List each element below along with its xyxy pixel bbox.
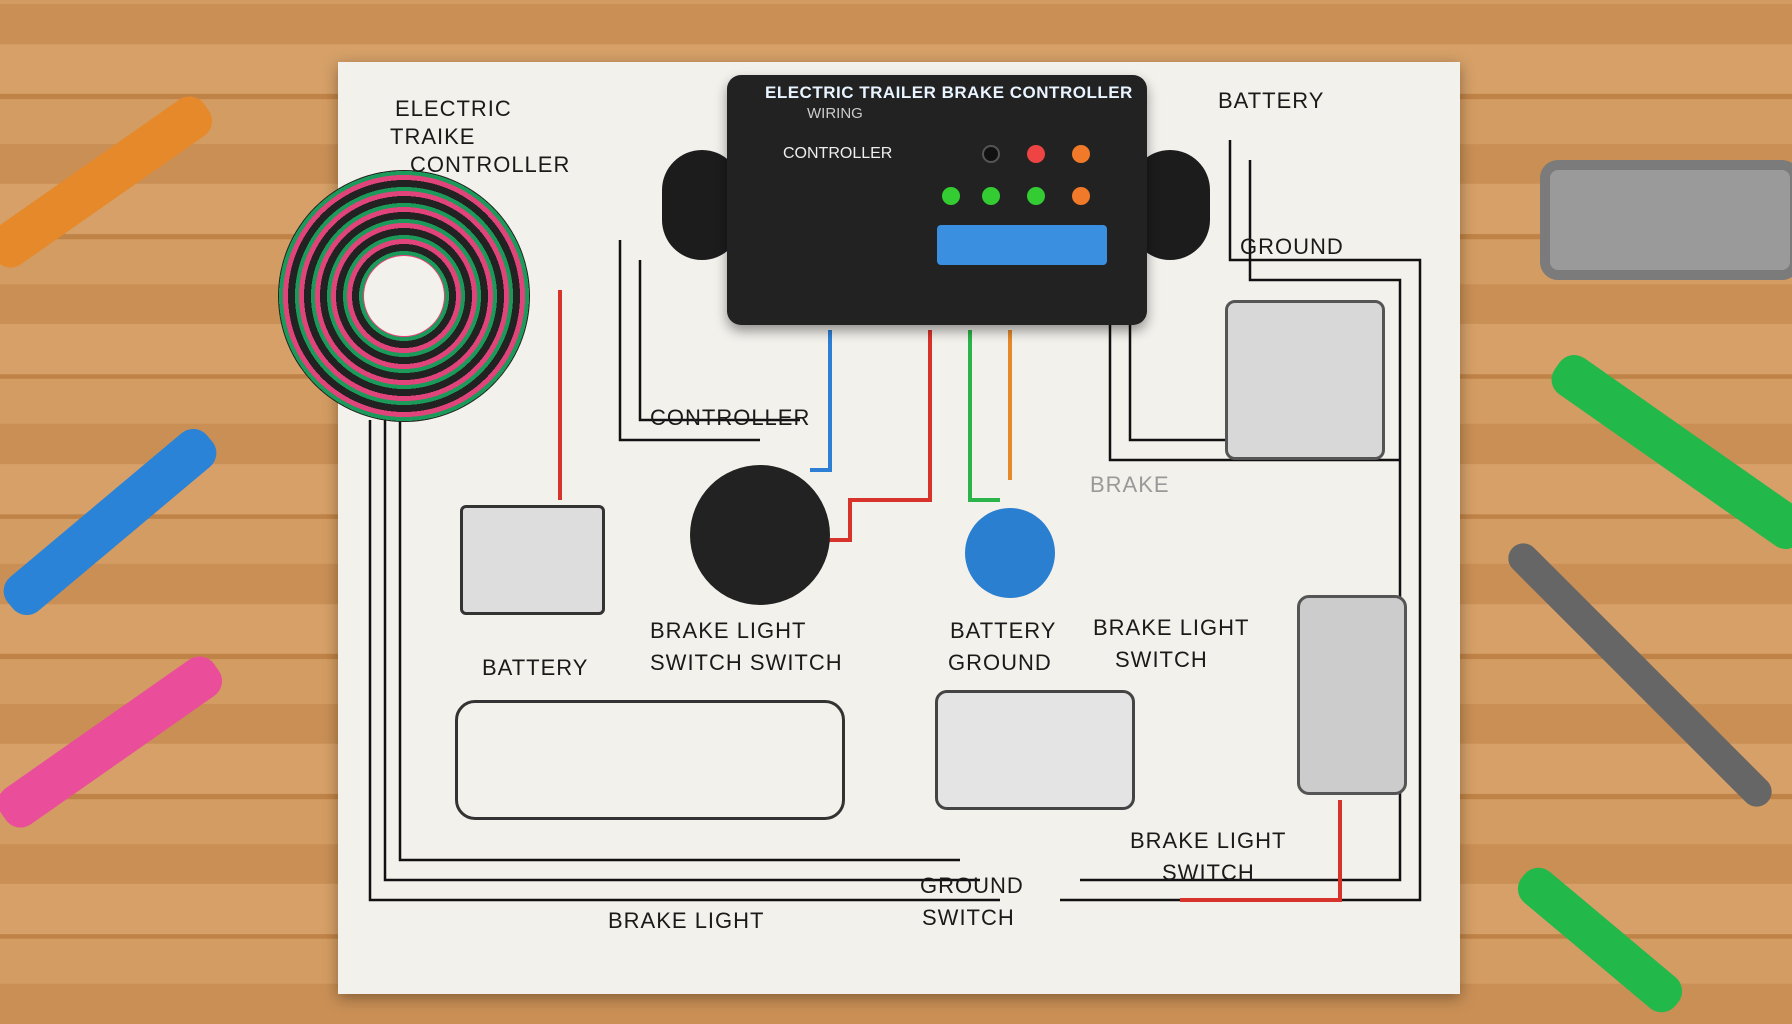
led-orange-2: [1072, 187, 1090, 205]
label-battery-ground-2: GROUND: [948, 650, 1052, 675]
led-black: [982, 145, 1000, 163]
controller-title: ELECTRIC TRAILER BRAKE CONTROLLER: [765, 83, 1133, 102]
controller-label: CONTROLLER: [783, 145, 893, 162]
wire-coil: [278, 170, 530, 422]
label-brake-light-right-2: SWITCH: [1115, 647, 1208, 672]
label-battery-top: BATTERY: [1218, 88, 1325, 113]
label-ground-switch-1: GROUND: [920, 873, 1024, 898]
connector-plate: [1225, 300, 1385, 460]
label-controller-top: CONTROLLER: [410, 152, 571, 177]
label-brake-light-left-1: BRAKE LIGHT: [650, 618, 807, 643]
terminal-block: [937, 225, 1107, 265]
label-brake-light-right-1: BRAKE LIGHT: [1093, 615, 1250, 640]
brake-light-switch-knob: [690, 465, 830, 605]
label-ground-switch-2: SWITCH: [922, 905, 1015, 930]
switch-panel: [1297, 595, 1407, 795]
trailer-connector-sketch: [935, 690, 1135, 810]
controller-subtitle: WIRING: [807, 105, 863, 122]
label-battery-left: BATTERY: [482, 655, 589, 680]
label-brake-light-bottom-1: BRAKE LIGHT: [1130, 828, 1287, 853]
fuse-block: [460, 505, 605, 615]
led-orange: [1072, 145, 1090, 163]
led-green-1: [942, 187, 960, 205]
led-red: [1027, 145, 1045, 163]
label-ground-top: GROUND: [1240, 234, 1344, 259]
label-battery-ground-1: BATTERY: [950, 618, 1057, 643]
led-green-2: [982, 187, 1000, 205]
label-traike: TRAIKE: [390, 124, 476, 149]
label-controller-mid: CONTROLLER: [650, 405, 811, 430]
label-electric: ELECTRIC: [395, 96, 512, 121]
brake-controller-unit: ELECTRIC TRAILER BRAKE CONTROLLER WIRING…: [727, 75, 1147, 325]
led-green-3: [1027, 187, 1045, 205]
battery-ground-connector: [965, 508, 1055, 598]
label-brake-light-left-2: SWITCH SWITCH: [650, 650, 843, 675]
wrench: [1540, 160, 1792, 280]
truck-sketch: [455, 700, 845, 820]
label-brake-light-bottom: BRAKE LIGHT: [608, 908, 765, 933]
label-brake-light-bottom-2: SWITCH: [1162, 860, 1255, 885]
label-brake-mid: BRAKE: [1090, 472, 1170, 497]
